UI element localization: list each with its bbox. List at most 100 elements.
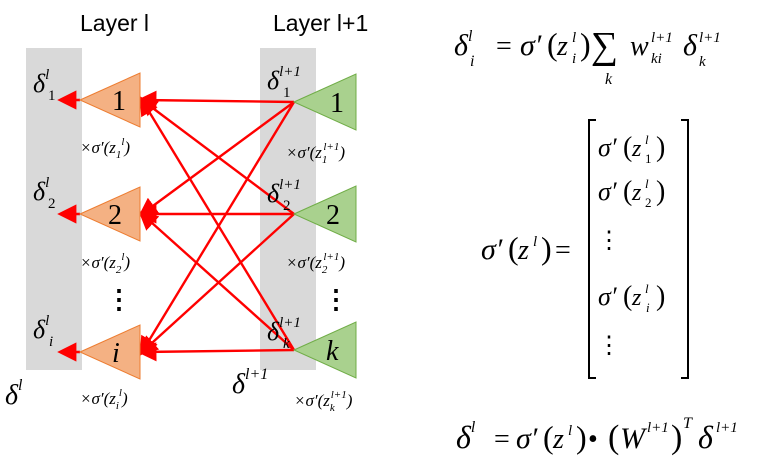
eq1-z: z [556, 31, 568, 62]
eq2-row-4-rparen: ) [656, 281, 665, 312]
eq3-sigma: σ′ [516, 422, 538, 455]
eq1-equals: = [496, 31, 512, 62]
eq2-left-bracket [588, 119, 596, 379]
eq1-w-sup: l+1 [651, 30, 673, 46]
right-delta-1-base: δ [267, 66, 280, 95]
eq3-W: W [620, 422, 648, 455]
left-node-2 [78, 186, 141, 242]
right-delta-2: δl+1 [267, 177, 301, 208]
eq3-lparen: ( [543, 419, 554, 455]
right-node-2-label: 2 [326, 200, 340, 231]
eq1-sum-sub: k [605, 71, 613, 88]
right-delta-2-base: δ [267, 179, 280, 208]
eq3-lhs-sup: l [471, 419, 476, 436]
left-factor-1: ×σ′(z1l) [80, 136, 130, 161]
left-delta-i: δl [33, 313, 49, 344]
eq3-dot: • [588, 424, 598, 455]
eq2-row-4-z: z [631, 285, 642, 311]
eq3-T: T [683, 415, 693, 432]
left-factor-2-sup: l [121, 251, 124, 263]
right-layer-delta-sup: l+1 [245, 366, 268, 383]
left-delta-i-sup: l [45, 313, 49, 329]
eq3-d: δ [698, 419, 714, 455]
right-node-k [292, 321, 357, 379]
left-factor-1-prefix: ×σ′(z [80, 138, 116, 157]
eq1-d-sup: l+1 [699, 30, 721, 46]
arrow-1-to-1 [137, 90, 295, 110]
eq1-z-sup: l [572, 30, 576, 46]
eq3-lhs-base: δ [456, 419, 472, 455]
eq1-sum: ∑ [591, 25, 618, 67]
eq2-lhs-sup: l [533, 234, 537, 250]
eq2-row-4-lparen: ( [623, 281, 632, 312]
right-factor-k-suffix: ) [346, 391, 353, 410]
left-layer-delta-base: δ [5, 380, 19, 411]
connection-arrows [137, 90, 296, 362]
eq1-d: δ [683, 29, 698, 62]
right-layer-delta-base: δ [232, 369, 246, 400]
eq3-W-lparen: ( [608, 419, 619, 456]
eq3-equals: = [494, 424, 510, 455]
eq2-row-3-dots: ⋮ [597, 228, 621, 254]
eq2-row-2-sup: l [645, 176, 649, 191]
eq3-W-sup: l+1 [647, 420, 669, 436]
eq1-lhs-sup: l [468, 28, 473, 45]
eq2-row-1-sigma: σ′ [598, 133, 617, 162]
right-factor-1-suffix: ) [338, 143, 345, 162]
right-ellipsis: ⋮ [323, 285, 349, 314]
eq2-row-1: σ′ ( z l 1 ) [598, 132, 665, 166]
left-delta-1-sub: 1 [48, 88, 56, 104]
eq2-row-4-sup: l [645, 281, 649, 296]
eq3-W-rparen: ) [671, 419, 682, 456]
left-factor-1-sub: 1 [116, 149, 122, 161]
arrow-k-to-i [137, 342, 295, 362]
equation-3: δl = σ′ ( z l ) • ( W l+1 ) T δ l+1 [456, 415, 738, 456]
right-factor-k: ×σ′(zkl+1) [294, 389, 353, 414]
output-arrows [57, 90, 80, 362]
eq2-right-bracket [681, 119, 689, 379]
right-node-k-label: k [326, 336, 339, 367]
eq3-lhs: δl [456, 419, 476, 455]
eq1-lparen: ( [547, 26, 558, 62]
left-delta-2-base: δ [33, 177, 46, 206]
arrow-2-to-1 [138, 97, 295, 215]
right-node-1 [292, 73, 357, 131]
eq2-row-1-rparen: ) [656, 132, 665, 163]
eq3-z-sup: l [568, 423, 572, 439]
right-deltas: δl+1 1 δl+1 2 δl+1 k [267, 64, 301, 352]
left-factor-i-suffix: ) [121, 389, 128, 408]
right-layer-title: Layer l+1 [273, 10, 368, 36]
right-factor-1-sup: l+1 [323, 141, 339, 153]
left-delta-2-sup: l [45, 175, 49, 191]
eq1-rparen: ) [580, 26, 591, 62]
eq2-row-1-z: z [631, 136, 642, 162]
left-ellipsis: ⋮ [106, 285, 132, 314]
right-delta-k-base: δ [267, 317, 280, 346]
right-factor-1-sub: 1 [322, 154, 328, 166]
left-delta-2-sub: 2 [48, 196, 56, 212]
eq1-lhs-sub: i [470, 53, 474, 70]
right-factor-k-prefix: ×σ′(z [294, 391, 330, 410]
right-layer-delta: δl+1 [232, 366, 268, 400]
right-node-1-label: 1 [330, 88, 344, 119]
left-factor-i: ×σ′(zil) [80, 387, 128, 412]
right-factor-k-sub: k [330, 402, 336, 414]
right-delta-2-sup: l+1 [279, 177, 301, 193]
eq3-d-sup: l+1 [716, 420, 738, 436]
left-factor-i-sup: l [119, 387, 122, 399]
right-factor-2-sup: l+1 [323, 251, 339, 263]
eq2-row-2-sub: 2 [645, 195, 652, 210]
right-delta-k-sup: l+1 [279, 315, 301, 331]
left-node-2-label: 2 [108, 200, 122, 231]
eq2-row-1-sup: l [645, 132, 649, 147]
right-delta-1-sub: 1 [283, 85, 291, 101]
eq1-lhs-base: δ [454, 29, 469, 62]
left-factor-i-sub: i [116, 400, 119, 412]
right-nodes: 1 2 k [292, 73, 357, 379]
right-factor-2-prefix: ×σ′(z [286, 253, 322, 272]
right-factor-1: ×σ′(z1l+1) [286, 141, 345, 166]
eq1-sigma: σ′ [520, 29, 542, 62]
eq2-row-4-sigma: σ′ [598, 282, 617, 311]
